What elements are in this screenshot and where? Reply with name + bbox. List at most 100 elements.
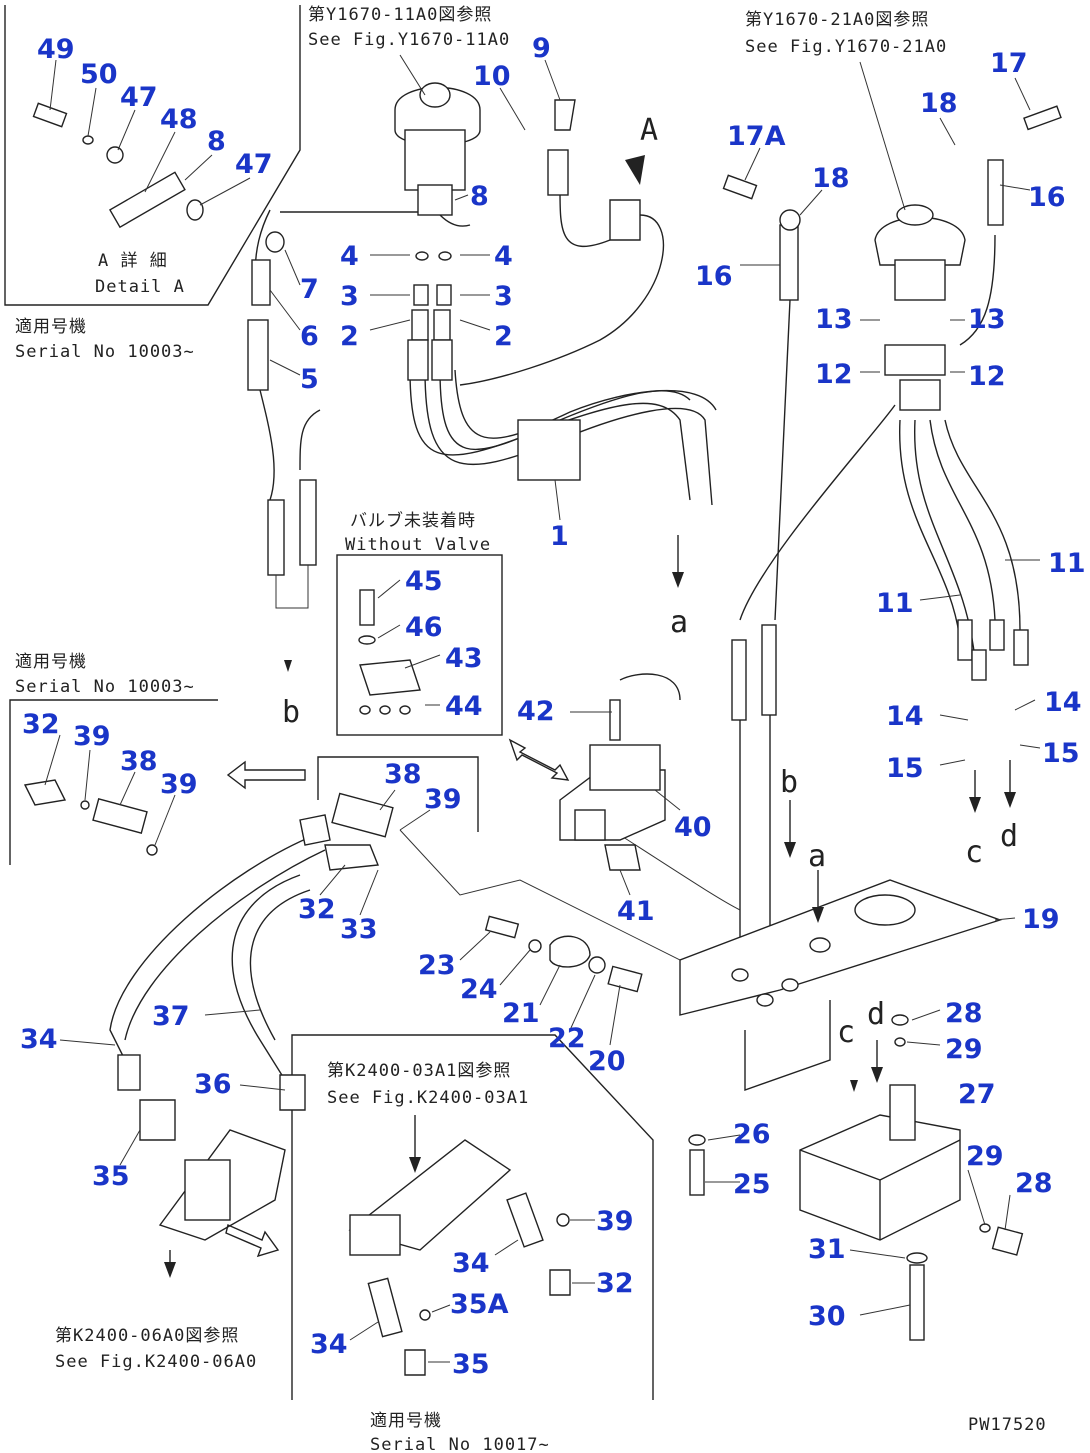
part-label: 4 [494,241,513,272]
part-label: 14 [1044,687,1082,718]
part-label: 35 [92,1161,130,1192]
part-label: 39 [73,721,111,752]
part-label: 48 [160,104,198,135]
part-label: 38 [384,759,422,790]
part-label: 8 [207,126,226,157]
part-label: 6 [300,321,319,352]
part-label: 9 [532,33,551,64]
flow-letter-a-top: a [670,605,688,640]
part-label: 3 [340,281,359,312]
serial-2-jp: 適用号機 [15,652,87,672]
part-label: 13 [815,304,853,335]
part-label: 27 [958,1079,996,1110]
part-label: 18 [920,88,958,119]
serial-detail-parts [23,779,158,856]
hose-fittings-left [247,99,641,391]
fittings-20-24 [484,915,643,993]
part-label: 16 [695,261,733,292]
part-numbers: 49 50 47 48 8 47 10 9 8 4 4 3 3 2 2 7 6 … [20,33,1086,1380]
part-label: 34 [20,1024,58,1055]
part-label: 49 [37,34,75,65]
part-label: 12 [968,361,1006,392]
part-label: 35A [450,1289,509,1320]
part-label: 24 [460,974,498,1005]
part-label: 11 [876,588,914,619]
part-label: 37 [152,1001,190,1032]
part-label: 25 [733,1169,771,1200]
ref-top-left-en: See Fig.Y1670-11A0 [308,30,510,50]
serial-10017-box [291,1034,654,1400]
part-label: 39 [596,1206,634,1237]
part-label: 7 [300,274,319,305]
part-label: 33 [340,914,378,945]
part-label: 12 [815,359,853,390]
junction-block-27 [688,1014,1024,1341]
serial-1-en: Serial No 10003~ [15,342,195,362]
part-label: 8 [470,181,489,212]
part-label: 15 [886,753,924,784]
upper-left-pilot-valve [394,82,481,216]
part-label: 20 [588,1046,626,1077]
part-label: 32 [298,894,336,925]
fitting-17 [722,105,1062,231]
detail-a-en: Detail A [95,277,185,297]
ref-mid-jp: 第K2400-03A1図参照 [327,1061,511,1081]
part-label: 22 [548,1023,586,1054]
serial-10017-parts [348,1139,571,1376]
part-label: 39 [160,769,198,800]
part-label: 34 [310,1329,348,1360]
part-label: 34 [452,1248,490,1279]
ref-top-right-en: See Fig.Y1670-21A0 [745,37,947,57]
serial-3-jp: 適用号機 [370,1411,442,1431]
part-label: 40 [674,812,712,843]
hose-lines [109,159,1029,1081]
elbow-arrow-box [317,756,479,832]
flow-arrows [164,54,1016,1278]
part-label: 46 [405,612,443,643]
flow-letter-b-left: b [282,695,300,730]
elbows-38-32 [299,792,394,871]
part-label: 2 [494,321,513,352]
detail-a-parts [32,102,204,229]
without-valve-jp: バルブ未装着時 [350,510,476,531]
valve-fittings-2-4 [407,251,453,381]
flow-letter-a-block: a [808,839,826,874]
flow-letter-c-right: c [965,835,983,870]
part-label: 2 [340,321,359,352]
part-label: 1 [550,521,569,552]
ref-mid-en: See Fig.K2400-03A1 [327,1088,529,1108]
flow-letter-c-block: c [837,1015,855,1050]
serial-2-en: Serial No 10003~ [15,677,195,697]
part-label: 19 [1022,904,1060,935]
part-label: 14 [886,701,924,732]
flow-letters: a b b a c d c d A [282,113,1018,1050]
part-label: 28 [1015,1168,1053,1199]
serial-detail-box [9,699,218,865]
ref-bottom-jp: 第K2400-06A0図参照 [55,1326,239,1346]
part-label: 16 [1028,182,1066,213]
manifold-block-19 [679,879,1003,1091]
part-label: 45 [405,566,443,597]
without-valve-box [336,554,503,736]
part-label: 23 [418,950,456,981]
part-label: 42 [517,696,555,727]
part-label: 21 [502,998,540,1029]
detail-a-box [4,5,301,306]
flow-letter-d-right: d [1000,819,1018,854]
leader-lines [44,59,1041,1363]
part-label: 32 [596,1268,634,1299]
part-label: 17A [727,121,786,152]
lower-left-valve-35 [117,1054,306,1241]
part-label: 44 [445,691,483,722]
part-label: 35 [452,1349,490,1380]
part-label: 32 [22,709,60,740]
part-label: 13 [968,304,1006,335]
drawing-number: PW17520 [968,1415,1047,1435]
part-label: 30 [808,1301,846,1332]
flow-letter-d-block: d [867,997,885,1032]
ref-top-right-jp: 第Y1670-21A0図参照 [745,10,929,30]
part-label: 31 [808,1234,846,1265]
part-label: 29 [966,1141,1004,1172]
part-label: 15 [1042,738,1080,769]
